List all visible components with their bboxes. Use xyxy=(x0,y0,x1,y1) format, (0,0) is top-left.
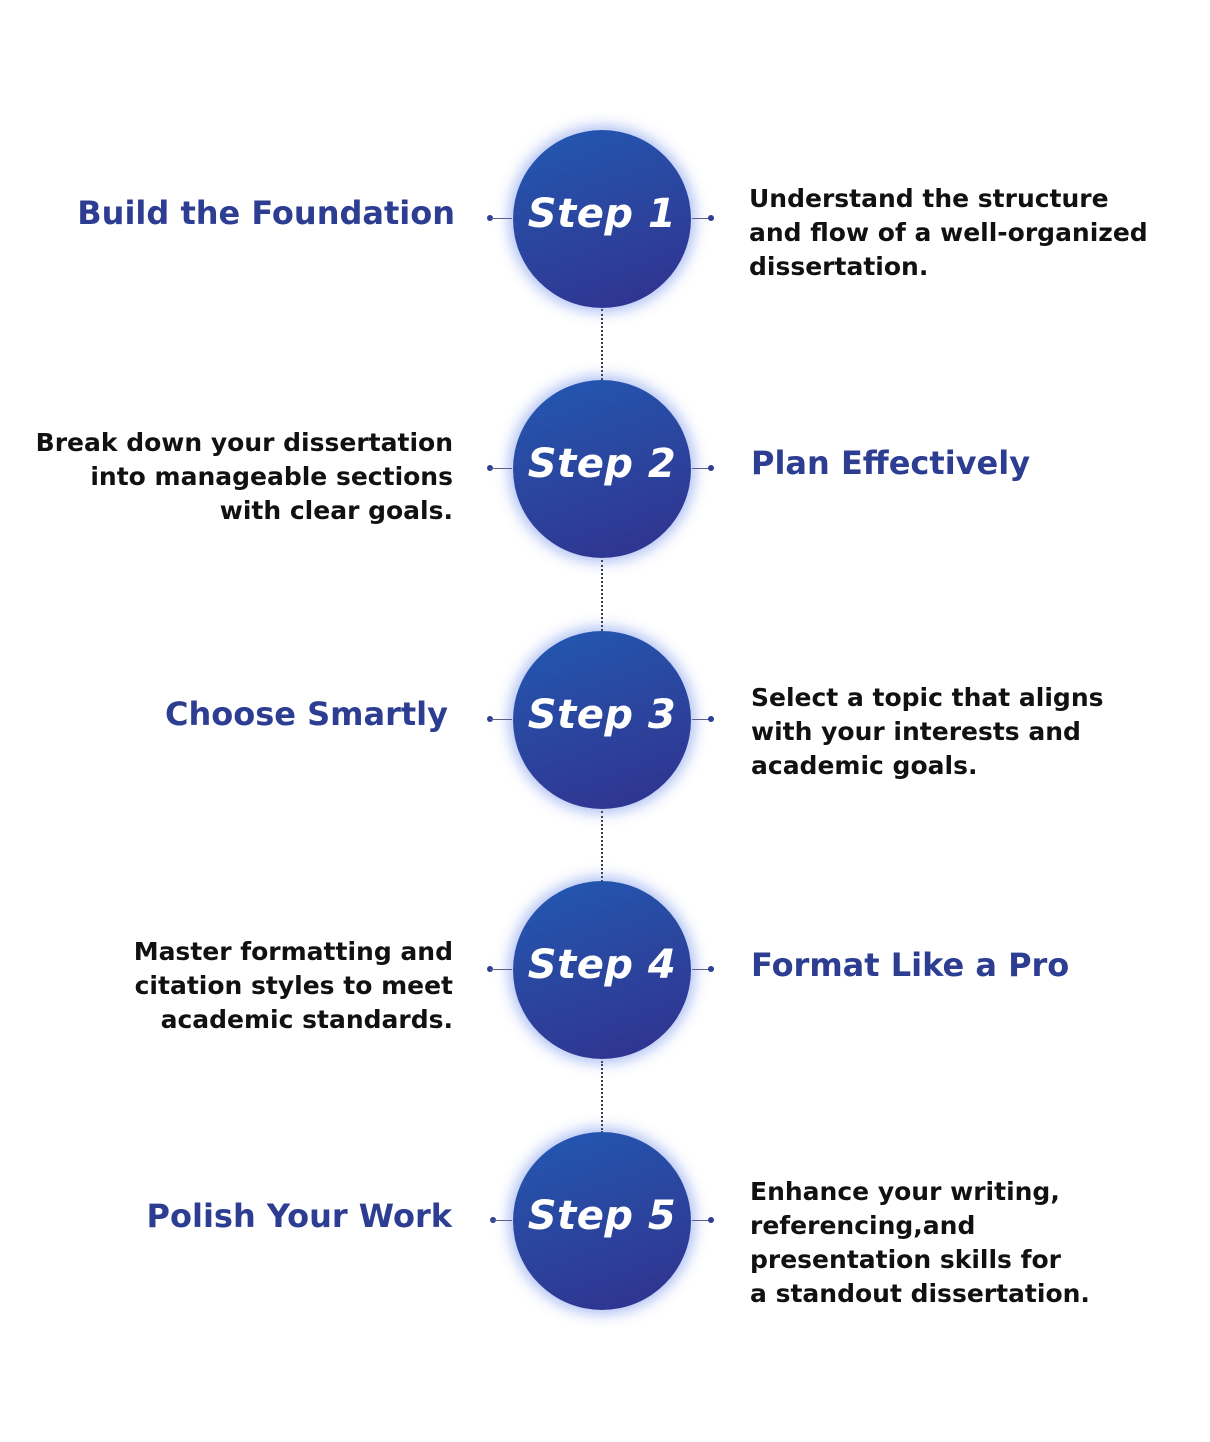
step-title: Choose Smartly xyxy=(164,695,448,733)
step-row-1: Step 1 Build the Foundation Understand t… xyxy=(0,130,1210,310)
connector-2-3 xyxy=(601,560,603,631)
step-circle-3: Step 3 xyxy=(513,631,691,809)
connector-tick xyxy=(490,468,512,469)
connector-tick xyxy=(692,468,714,469)
step-label: Step 3 xyxy=(527,692,677,738)
connector-dot xyxy=(708,716,714,722)
step-circle-4: Step 4 xyxy=(513,881,691,1059)
connector-tick xyxy=(692,1220,714,1221)
step-row-4: Step 4 Master formatting and citation st… xyxy=(0,881,1210,1061)
step-circle-5: Step 5 xyxy=(513,1132,691,1310)
step-title: Plan Effectively xyxy=(751,444,1031,482)
connector-dot xyxy=(708,1217,714,1223)
connector-tick xyxy=(490,1220,512,1221)
connector-dot xyxy=(708,465,714,471)
connector-tick xyxy=(490,218,512,219)
connector-tick xyxy=(692,218,714,219)
step-description: Understand the structure and flow of a w… xyxy=(749,184,1148,281)
step-circle-2: Step 2 xyxy=(513,380,691,558)
connector-1-2 xyxy=(601,309,603,380)
connector-dot xyxy=(708,966,714,972)
step-row-2: Step 2 Break down your dissertation into… xyxy=(0,380,1210,560)
step-description: Select a topic that aligns with your int… xyxy=(751,683,1104,780)
connector-4-5 xyxy=(601,1061,603,1133)
step-description: Enhance your writing, referencing,and pr… xyxy=(750,1177,1090,1308)
step-label: Step 4 xyxy=(527,942,677,988)
connector-tick xyxy=(692,969,714,970)
step-title: Build the Foundation xyxy=(77,194,455,232)
step-title: Polish Your Work xyxy=(146,1197,452,1235)
connector-tick xyxy=(490,719,512,720)
step-label: Step 2 xyxy=(527,441,677,487)
connector-3-4 xyxy=(601,811,603,882)
step-label: Step 5 xyxy=(527,1193,677,1239)
step-description: Break down your dissertation into manage… xyxy=(35,428,453,525)
step-label: Step 1 xyxy=(527,191,677,237)
connector-tick xyxy=(692,719,714,720)
connector-dot xyxy=(708,215,714,221)
step-description: Master formatting and citation styles to… xyxy=(133,937,453,1034)
step-row-3: Step 3 Choose Smartly Select a topic tha… xyxy=(0,631,1210,811)
step-circle-1: Step 1 xyxy=(513,130,691,308)
step-row-5: Step 5 Polish Your Work Enhance your wri… xyxy=(0,1132,1210,1312)
step-title: Format Like a Pro xyxy=(751,946,1070,984)
connector-tick xyxy=(490,969,512,970)
